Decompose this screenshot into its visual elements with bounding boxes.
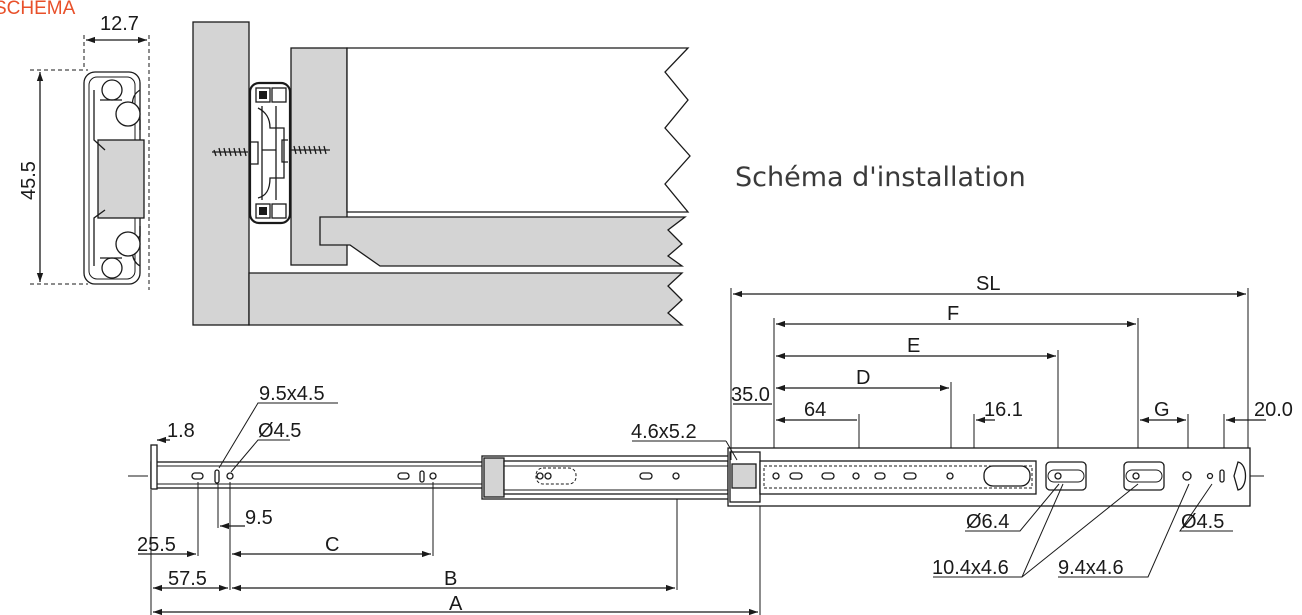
- dim-hole-4-5-left: Ø4.5: [258, 420, 301, 442]
- dim-1-8: 1.8: [167, 420, 195, 442]
- screw-left-icon: [212, 141, 259, 165]
- slide-elevation: [128, 444, 1266, 507]
- dim-20: 20.0: [1254, 399, 1293, 421]
- dim-16-1: 16.1: [984, 399, 1023, 421]
- installation-schematic: [192, 21, 691, 326]
- dim-a: A: [449, 593, 463, 615]
- dim-c: C: [325, 534, 339, 556]
- dim-d: D: [856, 367, 870, 389]
- dim-b: B: [444, 568, 457, 590]
- dim-slot-9-5x4-5: 9.5x4.5: [259, 383, 325, 405]
- screw-right-icon: [281, 139, 330, 163]
- dim-f: F: [947, 303, 959, 325]
- dim-sl: SL: [976, 273, 1000, 295]
- dim-9-5: 9.5: [245, 507, 273, 529]
- section-width-label: 12.7: [100, 13, 139, 35]
- dim-slot-10-4x4-6: 10.4x4.6: [932, 557, 1009, 579]
- leader-lines: [218, 402, 1233, 578]
- rail-cross-section: 12.7 45.5: [18, 13, 150, 290]
- dimension-lines: [138, 290, 1266, 615]
- dim-e: E: [907, 335, 920, 357]
- dim-25-5: 25.5: [137, 534, 176, 556]
- dim-slot-9-4x4-6: 9.4x4.6: [1058, 557, 1124, 579]
- dimension-labels: SL F E D 35.0 64 16.1 G 20.0 9.5x4.5 Ø4.…: [137, 273, 1293, 615]
- diagram-title: SCHEMA: [0, 0, 76, 19]
- section-height-label: 45.5: [18, 161, 40, 200]
- dim-g: G: [1154, 399, 1170, 421]
- dim-35: 35.0: [731, 384, 770, 406]
- dim-64: 64: [804, 399, 826, 421]
- dim-slot-4-6x5-2: 4.6x5.2: [631, 421, 697, 443]
- dim-hole-6-4: Ø6.4: [966, 511, 1009, 533]
- extension-lines: [150, 288, 1249, 615]
- dim-hole-4-5-right: Ø4.5: [1181, 511, 1224, 533]
- installation-caption: Schéma d'installation: [735, 162, 1026, 193]
- dim-57-5: 57.5: [168, 568, 207, 590]
